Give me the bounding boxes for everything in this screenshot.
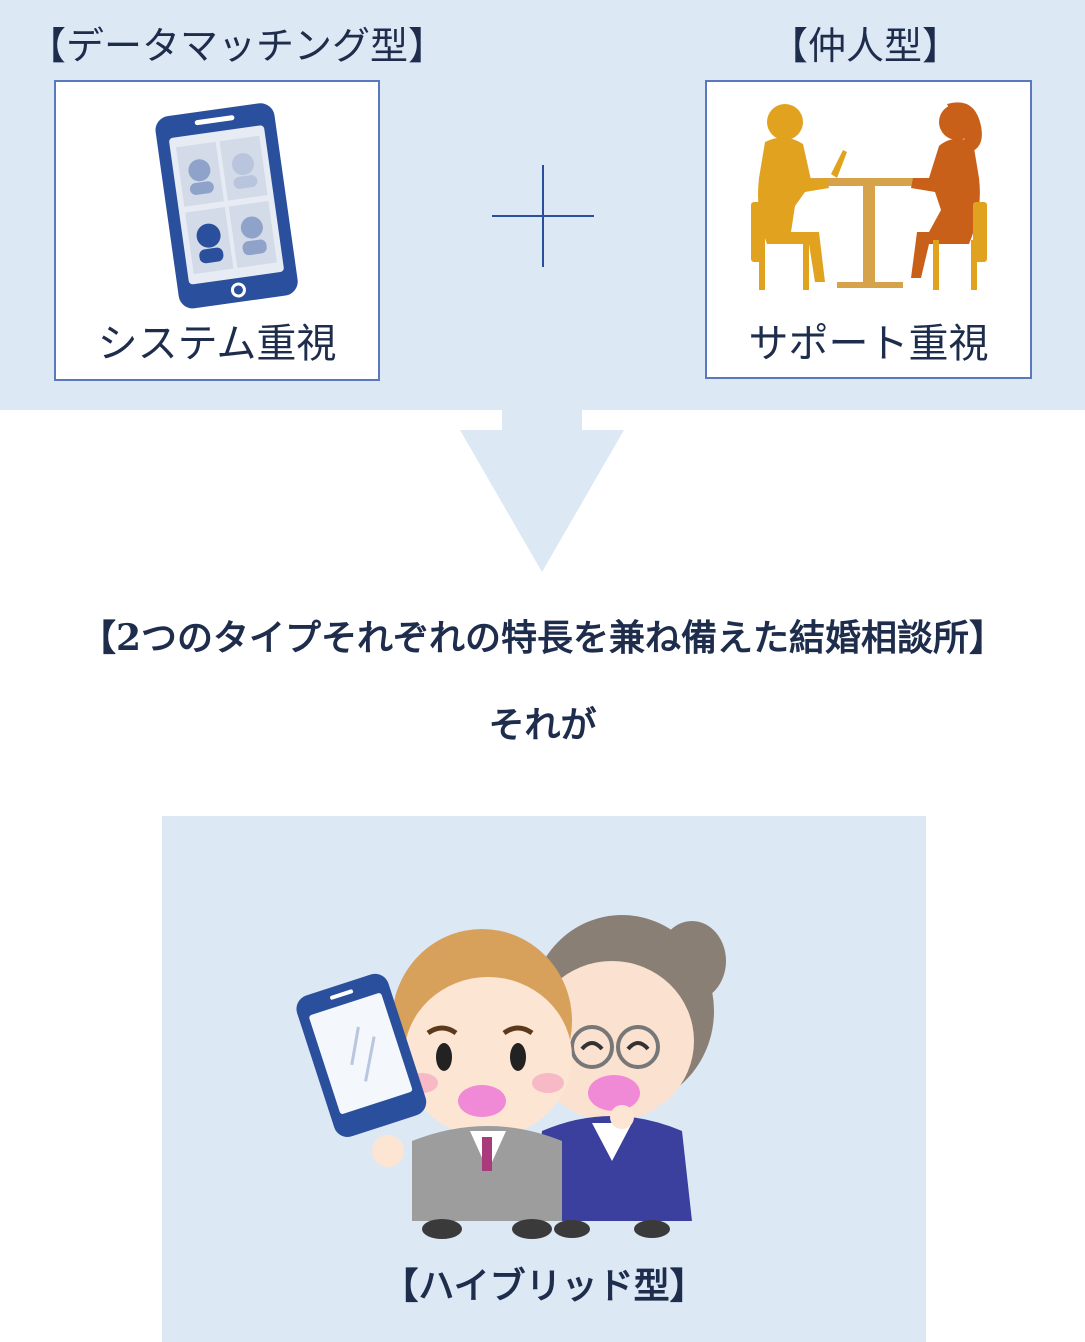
combined-feature-statement: 【2つのタイプそれぞれの特長を兼ね備えた結婚相談所】	[79, 617, 1006, 659]
data-matching-card: システム重視	[54, 80, 380, 381]
hybrid-type-label: 【ハイブリッド型】	[382, 1265, 706, 1307]
down-arrow-icon	[460, 410, 624, 572]
consultation-silhouette-icon	[751, 102, 987, 290]
smartphone-profiles-icon	[155, 103, 298, 309]
matchmaker-heading: 【仲人型】	[770, 24, 961, 68]
top-band: 【データマッチング型】 【仲人型】	[0, 0, 1085, 410]
hybrid-panel: 【ハイブリッド型】	[162, 816, 926, 1342]
system-focus-label: システム重視	[97, 321, 337, 367]
data-matching-heading: 【データマッチング型】	[28, 24, 447, 68]
matchmaker-card: サポート重視	[705, 80, 1032, 379]
that-is-text: それが	[488, 704, 597, 746]
couple-with-smartphone-icon	[296, 915, 726, 1239]
plus-icon	[492, 165, 594, 267]
support-focus-label: サポート重視	[748, 321, 989, 367]
